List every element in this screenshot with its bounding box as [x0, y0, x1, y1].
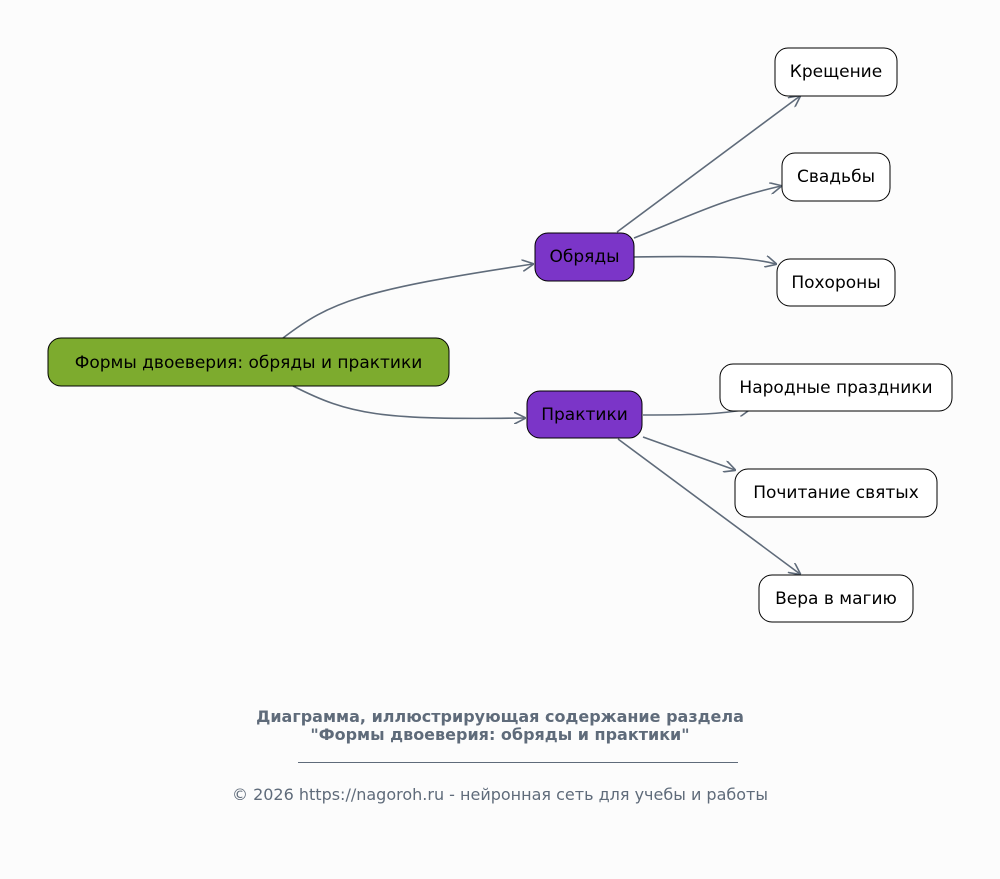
leaf-node-label: Почитание святых	[753, 483, 919, 503]
leaf-node-vera-v-magiyu: Вера в магию	[758, 574, 914, 623]
leaf-node-svadby: Свадьбы	[781, 152, 891, 202]
edge-root-obryady	[282, 264, 533, 339]
mind-map-diagram: Формы двоеверия: обряды и практики Обряд…	[47, 47, 953, 623]
leaf-node-label: Свадьбы	[797, 167, 875, 187]
leaf-node-label: Похороны	[791, 273, 880, 293]
leaf-node-label: Вера в магию	[775, 589, 897, 609]
leaf-node-label: Народные праздники	[739, 378, 932, 398]
caption-line-1: Диаграмма, иллюстрирующая содержание раз…	[256, 707, 744, 726]
branch-node-obryady: Обряды	[534, 232, 635, 282]
leaf-node-pokhorony: Похороны	[776, 258, 896, 307]
branch-node-praktiki: Практики	[526, 390, 643, 439]
edge-root-praktiki	[292, 385, 525, 418]
leaf-node-label: Крещение	[790, 62, 882, 82]
branch-node-label: Практики	[541, 405, 628, 425]
footer-credit: © 2026 https://nagoroh.ru - нейронная се…	[231, 785, 768, 804]
edge-praktiki-magiya	[617, 438, 800, 574]
diagram-caption: Диаграмма, иллюстрирующая содержание раз…	[0, 708, 1000, 744]
caption-line-2: "Формы двоеверия: обряды и практики"	[310, 725, 690, 744]
edge-obryady-svadby	[633, 186, 781, 239]
edge-obryady-pokhorony	[633, 257, 776, 264]
leaf-node-kreshchenie: Крещение	[774, 47, 898, 97]
edge-obryady-kreshchenie	[616, 96, 800, 233]
edge-praktiki-svyatye	[642, 436, 735, 470]
root-node-label: Формы двоеверия: обряды и практики	[75, 353, 423, 373]
caption-divider	[298, 762, 738, 763]
branch-node-label: Обряды	[549, 247, 619, 267]
root-node: Формы двоеверия: обряды и практики	[47, 337, 450, 387]
leaf-node-narodnye-prazdniki: Народные праздники	[719, 363, 953, 412]
leaf-node-pochitanie-svyatykh: Почитание святых	[734, 468, 938, 518]
